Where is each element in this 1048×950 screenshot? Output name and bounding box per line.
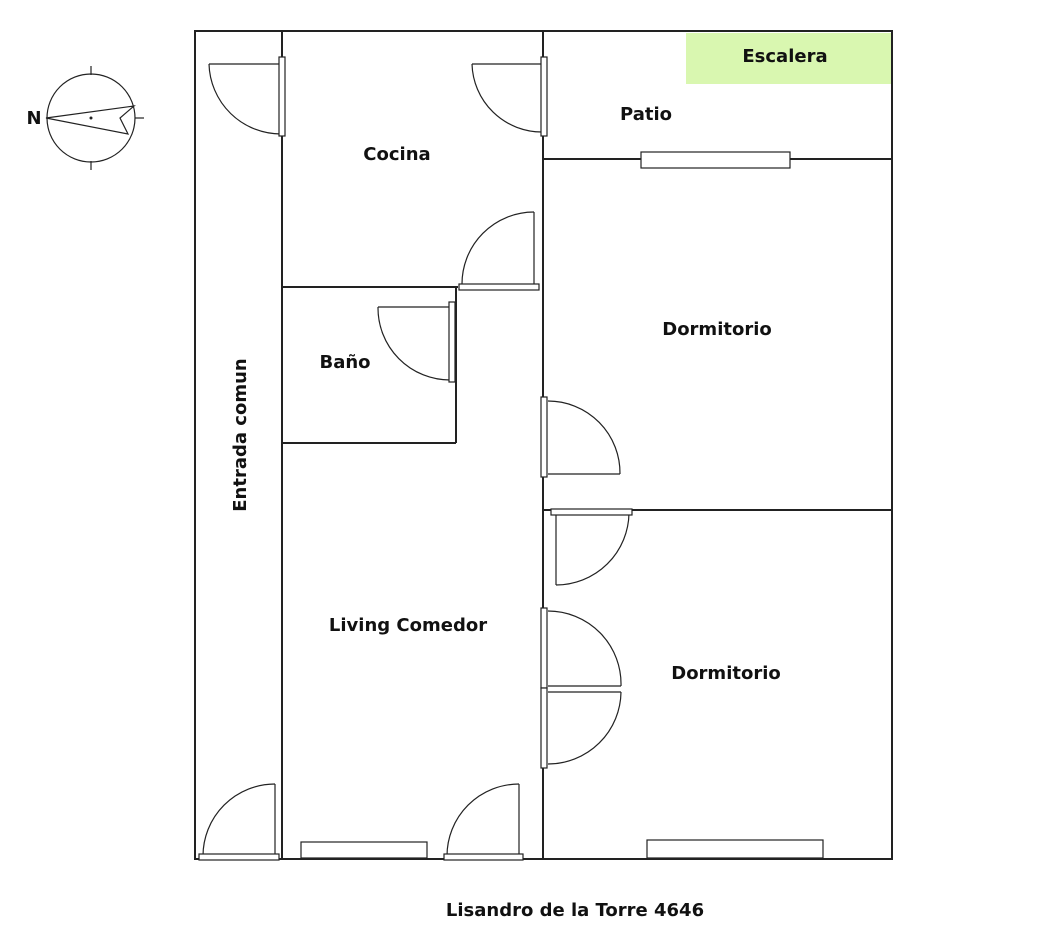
room-label-dormitorio-1: Dormitorio xyxy=(662,319,772,340)
door-dormitorio-2-low xyxy=(540,687,622,769)
door-entrance-bottom xyxy=(198,783,280,861)
room-label-dormitorio-2: Dormitorio xyxy=(671,663,781,684)
address-caption: Lisandro de la Torre 4646 xyxy=(446,900,704,921)
door-dormitorio-1 xyxy=(540,396,621,478)
room-label-living: Living Comedor xyxy=(329,615,487,636)
door-dormitorio-2-mid xyxy=(540,607,622,689)
compass-icon: N xyxy=(26,66,144,170)
room-label-bano: Baño xyxy=(319,352,370,373)
escalera-area xyxy=(686,33,891,84)
window-living xyxy=(300,841,428,859)
door-living-bottom xyxy=(443,783,524,861)
door-cocina-top xyxy=(471,56,548,137)
door-dormitorio-2-top xyxy=(550,508,633,586)
compass-north-label: N xyxy=(26,108,41,129)
door-cocina-bottom xyxy=(458,211,540,291)
room-label-escalera: Escalera xyxy=(742,46,827,67)
room-label-cocina: Cocina xyxy=(363,144,430,165)
door-entrance-top xyxy=(208,56,286,137)
windows xyxy=(300,151,824,859)
door-bano xyxy=(377,301,456,383)
window-patio xyxy=(640,151,791,169)
room-label-entrada: Entrada comun xyxy=(230,358,251,511)
room-label-patio: Patio xyxy=(620,104,672,125)
window-dormitorio xyxy=(646,839,824,859)
